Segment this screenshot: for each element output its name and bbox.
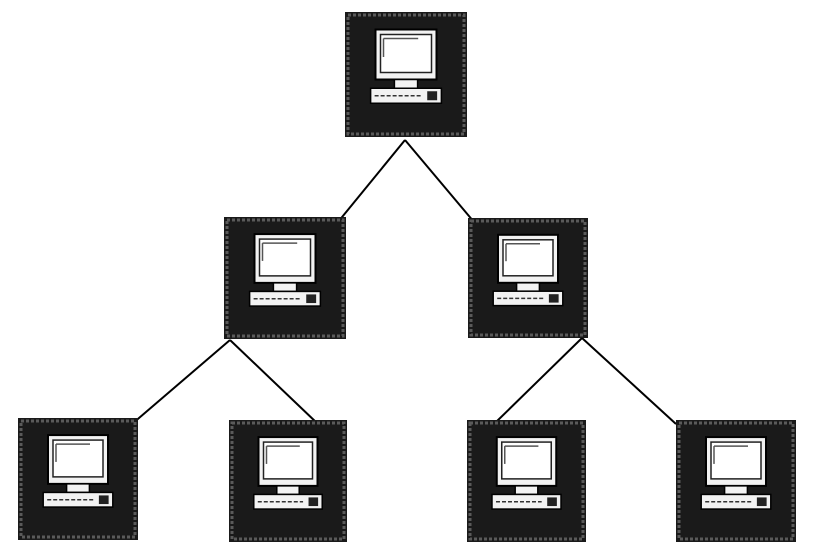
drive-slot: [306, 294, 317, 304]
monitor-stand: [515, 282, 541, 292]
node-root: [345, 12, 467, 137]
computer-icon: [253, 436, 323, 510]
computer-icon: [369, 28, 443, 104]
node-right-child: [468, 218, 588, 338]
screen-shape: [52, 439, 104, 478]
computer-icon: [248, 233, 322, 307]
node-right-right-leaf: [676, 420, 796, 542]
edge-root-to-left-child: [337, 139, 406, 223]
screen-shape: [262, 441, 314, 480]
monitor-stand: [723, 485, 749, 496]
node-frame-texture: [346, 13, 466, 136]
node-frame-texture: [230, 421, 346, 541]
screen-shape: [710, 441, 762, 480]
screen-shape: [258, 238, 312, 277]
computer-icon: [492, 233, 564, 307]
edge-root-to-right-child: [404, 139, 475, 223]
screen-shape: [502, 239, 554, 277]
node-frame-texture: [19, 419, 137, 539]
drive-slot: [756, 497, 767, 507]
computer-icon: [491, 436, 562, 510]
nodes-layer: [18, 12, 796, 542]
edge-left-child-to-left-left-leaf: [131, 339, 231, 425]
screen-shape: [501, 441, 552, 480]
drive-slot: [427, 91, 438, 101]
node-left-child: [224, 217, 346, 339]
monitor-stand: [276, 485, 300, 496]
monitor-stand: [393, 78, 419, 89]
drive-slot: [548, 294, 559, 303]
node-right-left-leaf: [467, 420, 586, 542]
node-frame-texture: [677, 421, 795, 541]
node-frame-texture: [469, 219, 587, 337]
drive-slot: [308, 497, 319, 507]
edge-left-child-to-left-right-leaf: [229, 339, 319, 425]
edge-right-child-to-right-left-leaf: [493, 337, 583, 425]
node-left-right-leaf: [229, 420, 347, 542]
node-left-left-leaf: [18, 418, 138, 540]
edge-right-child-to-right-right-leaf: [581, 337, 677, 425]
computer-icon: [700, 436, 772, 510]
monitor-stand: [514, 485, 539, 496]
edges-layer: [131, 139, 677, 425]
screen-shape: [379, 33, 433, 74]
monitor-stand: [65, 483, 91, 494]
computer-icon: [42, 434, 114, 508]
monitor-stand: [272, 282, 298, 293]
drive-slot: [547, 497, 557, 507]
node-frame-texture: [225, 218, 345, 338]
node-frame-texture: [468, 421, 585, 541]
drive-slot: [98, 495, 109, 505]
